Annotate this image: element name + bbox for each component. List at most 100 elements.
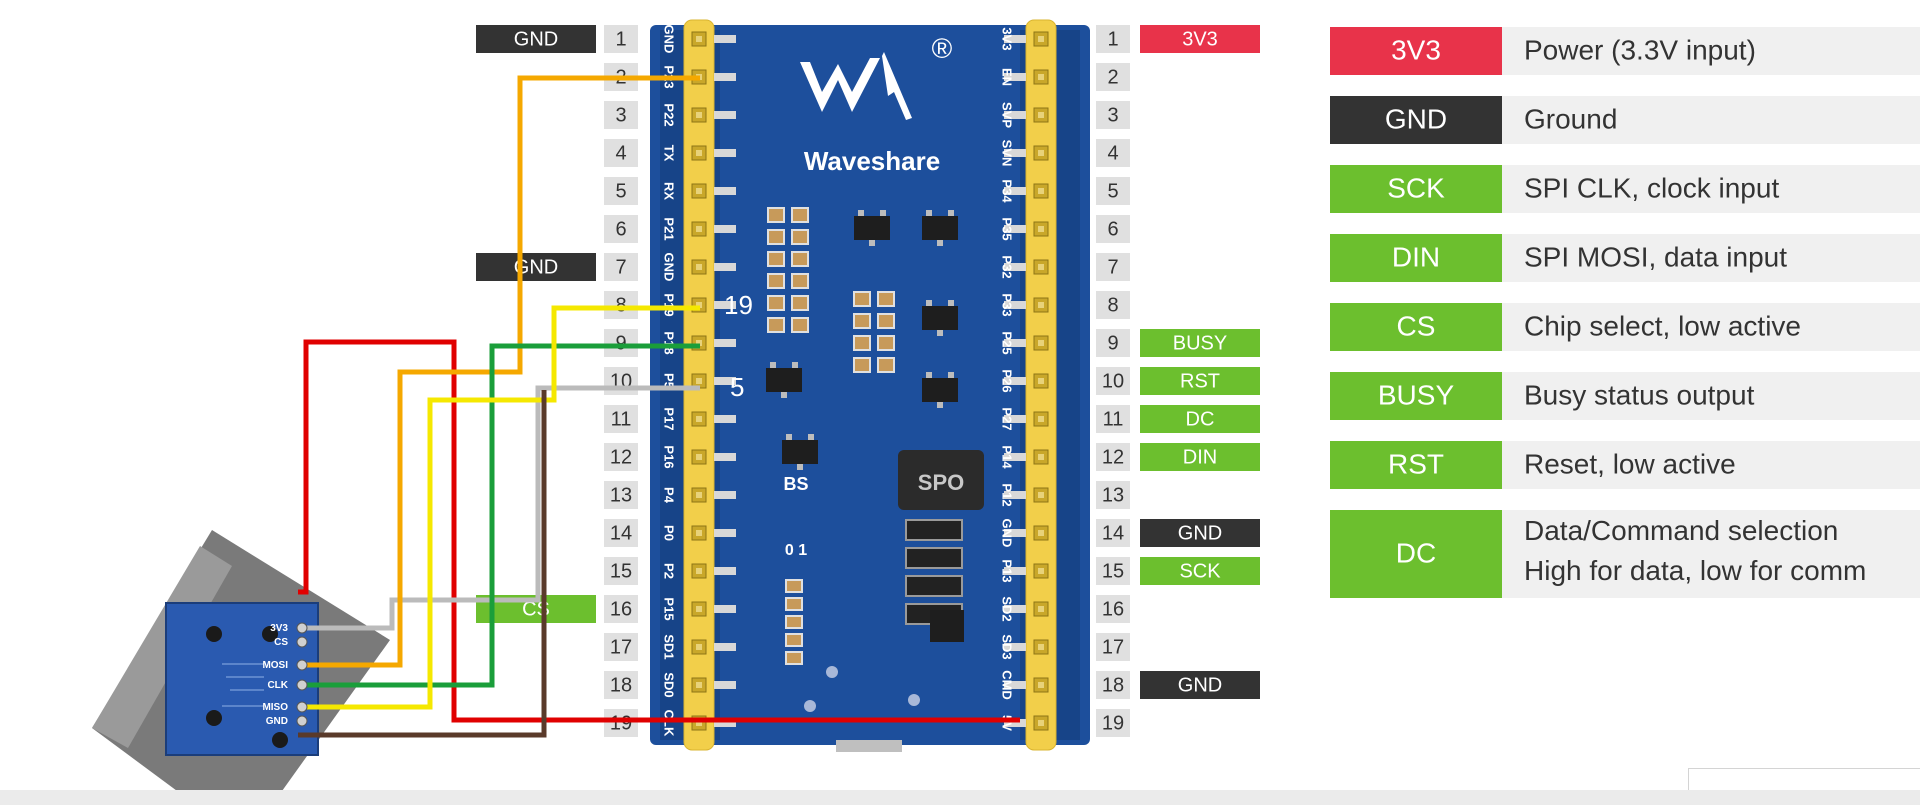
header-pin-core (1038, 340, 1044, 346)
pin-number-box (1096, 101, 1130, 129)
pin-tag-label: BUSY (1173, 332, 1227, 354)
inductor (898, 450, 984, 510)
silkscreen-label: CLK (662, 710, 677, 737)
header-pin-core (1038, 416, 1044, 422)
legend-description-line2: High for data, low for comm (1524, 555, 1866, 586)
silkscreen-label: P13 (1000, 559, 1015, 582)
legend-description: Chip select, low active (1524, 310, 1801, 341)
header-pin-core (696, 454, 702, 460)
sd-pin-dot (296, 679, 308, 691)
header-pin-core (696, 226, 702, 232)
solder-pad (714, 35, 736, 43)
legend-description: Busy status output (1524, 379, 1755, 410)
legend-description: Ground (1524, 103, 1617, 134)
solder-pad (1004, 187, 1026, 195)
header-pin-core (1038, 302, 1044, 308)
wire-clk (298, 343, 700, 688)
pin-number-box (604, 101, 638, 129)
chip-lead (948, 210, 954, 216)
silkscreen-label: TX (662, 145, 677, 162)
via (908, 694, 920, 706)
legend-description: Reset, low active (1524, 448, 1736, 479)
sd-pin-dot (296, 715, 308, 727)
smd-capacitor (791, 251, 809, 267)
via (826, 666, 838, 678)
silkscreen-label: GND (662, 25, 677, 54)
smd-resistor-array (905, 547, 963, 569)
pin-number-box (604, 595, 638, 623)
header-pin-core (1038, 606, 1044, 612)
smd-capacitor (767, 273, 785, 289)
pin-number-box (1096, 63, 1130, 91)
chip-lead (926, 372, 932, 378)
legend-tag-cs (1330, 303, 1502, 351)
header-pin-core (696, 264, 702, 270)
legend-tag-dc (1330, 510, 1502, 598)
pin-number-box (604, 481, 638, 509)
silkscreen-label: 3V3 (1000, 27, 1015, 50)
sd-pin-label: CS (274, 637, 288, 648)
bottom-tab[interactable] (1688, 768, 1920, 790)
legend-tag-label: 3V3 (1391, 34, 1441, 65)
pin-number: 8 (615, 294, 626, 316)
legend-tag-sck (1330, 165, 1502, 213)
logo-text: Waveshare (804, 146, 940, 176)
silkscreen-label: SD0 (662, 672, 677, 697)
silkscreen-label: P16 (662, 445, 677, 468)
pin-tag-3v3 (1140, 25, 1260, 53)
silkscreen-label: P25 (1000, 331, 1015, 354)
silkscreen-label: P34 (1000, 179, 1015, 203)
legend-tag-label: DIN (1392, 241, 1440, 272)
pin-number-box (604, 177, 638, 205)
pin-number: 13 (610, 484, 632, 506)
pin-number-box (1096, 519, 1130, 547)
sd-pin-dot (296, 659, 308, 671)
wires (298, 75, 1020, 738)
solder-pad (714, 643, 736, 651)
sd-pin-label: 3V3 (270, 623, 288, 634)
silkscreen-label: P33 (1000, 293, 1015, 316)
legend-tag-label: DC (1396, 537, 1436, 568)
header-pin-core (696, 188, 702, 194)
solder-pad (1004, 149, 1026, 157)
mount-hole (206, 626, 222, 642)
chip-lead (858, 210, 864, 216)
legend-tag-gnd (1330, 96, 1502, 144)
pin-number: 15 (1102, 560, 1124, 582)
solder-pad (1004, 643, 1026, 651)
smd-capacitor (785, 615, 803, 629)
header-pin-core (1038, 644, 1044, 650)
sd-pin-label: CLK (267, 680, 288, 691)
pin-number: 11 (1103, 408, 1124, 430)
sd-pin-label: MOSI (262, 660, 288, 671)
smd-capacitor (767, 229, 785, 245)
solder-pad (1004, 377, 1026, 385)
solder-pad (714, 567, 736, 575)
pin-number: 11 (611, 408, 632, 430)
silkscreen-label: P19 (662, 293, 677, 316)
pin-tag-gnd (476, 253, 596, 281)
smd-resistor-array (905, 519, 963, 541)
pin-number-box (604, 291, 638, 319)
header-pin-core (696, 530, 702, 536)
chip-lead (808, 434, 814, 440)
legend-tag-3v3 (1330, 27, 1502, 75)
pin-number: 7 (1107, 256, 1118, 278)
solder-pad (714, 415, 736, 423)
pin-number: 14 (1102, 522, 1124, 544)
pin-number-box (604, 633, 638, 661)
bottom-bar (0, 790, 1920, 805)
pin-number: 12 (1102, 446, 1124, 468)
header-pin-core (1038, 568, 1044, 574)
smd-chip (782, 440, 818, 464)
pin-tag-label: GND (514, 28, 558, 50)
solder-pad (714, 301, 736, 309)
pin-tag-label: RST (1180, 370, 1220, 392)
wire-cs (298, 385, 700, 631)
pin-number: 19 (1102, 712, 1124, 734)
solder-pad (714, 263, 736, 271)
header-pin-core (1038, 720, 1044, 726)
sd-module-board (165, 602, 319, 756)
pin-number: 17 (610, 636, 632, 658)
